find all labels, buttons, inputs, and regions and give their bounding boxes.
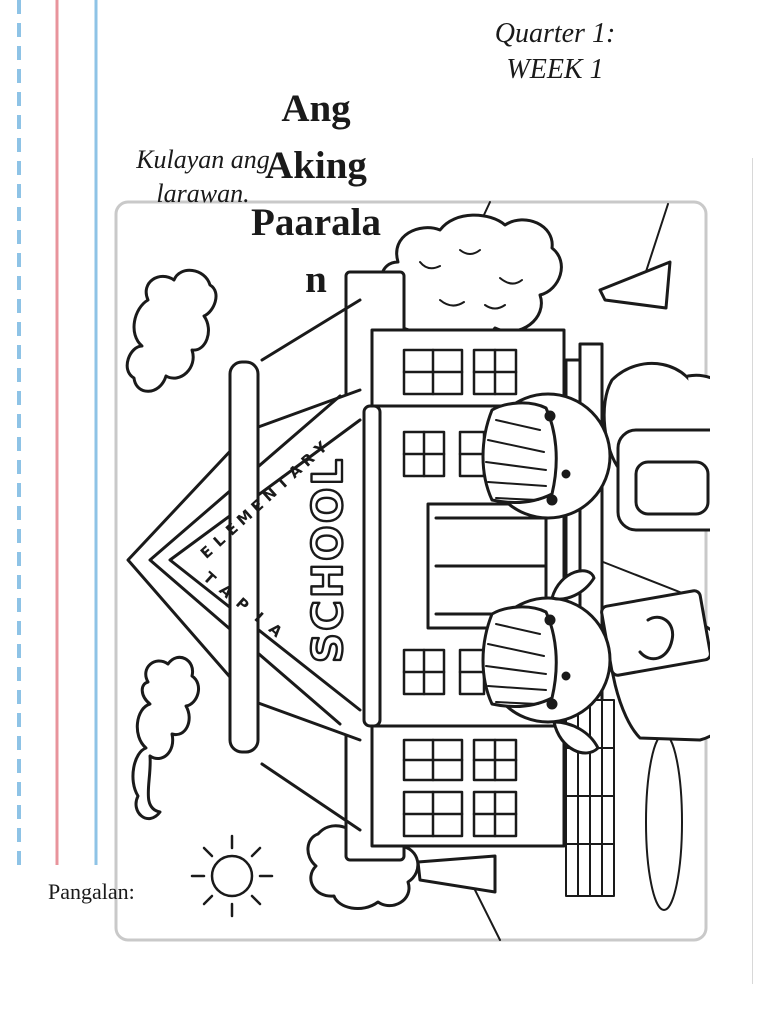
school-building-icon xyxy=(126,270,683,911)
girl-student-icon xyxy=(481,361,710,532)
sun-icon xyxy=(190,834,274,918)
page-title: Ang Aking Paarala n xyxy=(236,80,396,308)
building-word: SCHOOL xyxy=(303,457,352,663)
title-line: n xyxy=(305,258,327,301)
cloud-icon xyxy=(131,655,201,820)
notebook-margin-lines xyxy=(17,0,98,865)
instruction-line: Kulayan ang xyxy=(136,145,270,174)
name-field-label: Pangalan: xyxy=(48,879,135,904)
title-line: Paarala xyxy=(251,201,381,244)
quarter-label: Quarter 1: WEEK 1 xyxy=(470,16,640,88)
quarter-line: Quarter 1: xyxy=(494,18,616,49)
instruction-text: Kulayan ang larawan. xyxy=(118,143,288,211)
backpack-icon xyxy=(616,428,710,532)
tree-icon xyxy=(380,213,672,346)
week-line: WEEK 1 xyxy=(506,54,604,85)
title-line: Aking xyxy=(265,144,367,187)
instruction-line: larawan. xyxy=(156,179,250,208)
cloud-icon xyxy=(125,269,218,393)
girl-student-icon xyxy=(481,569,710,755)
picture-frame xyxy=(114,200,708,942)
right-margin-rule xyxy=(752,158,753,984)
title-line: Ang xyxy=(281,87,351,130)
